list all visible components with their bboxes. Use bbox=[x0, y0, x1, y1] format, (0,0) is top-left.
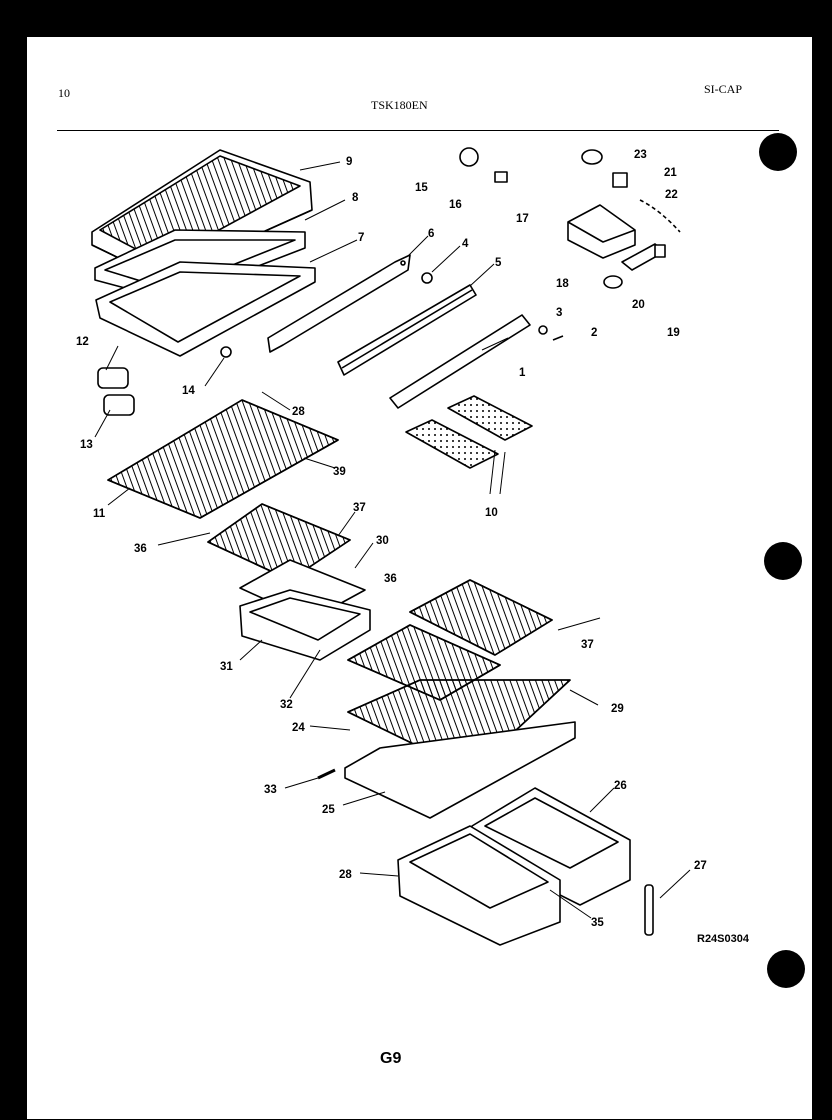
part-3-washer bbox=[538, 325, 548, 335]
part-21-control bbox=[612, 172, 628, 188]
part-33-bracket bbox=[317, 768, 336, 780]
callout-24: 24 bbox=[292, 722, 305, 734]
part-1-rail bbox=[389, 314, 531, 409]
part-13-cup bbox=[103, 394, 135, 416]
part-25-crisper-cover bbox=[344, 721, 576, 819]
part-16-socket bbox=[494, 171, 508, 183]
part-31-drawer bbox=[239, 589, 371, 661]
binder-hole-bottom bbox=[767, 950, 805, 988]
callout-6: 6 bbox=[428, 228, 434, 240]
callout-36-right: 36 bbox=[384, 573, 397, 585]
part-15-bulb bbox=[459, 147, 479, 167]
callout-2: 2 bbox=[591, 327, 597, 339]
callout-23: 23 bbox=[634, 149, 647, 161]
callout-11: 11 bbox=[93, 508, 106, 520]
callout-36-left: 36 bbox=[134, 543, 147, 555]
page-label: G9 bbox=[380, 1050, 402, 1067]
callout-5: 5 bbox=[495, 257, 502, 269]
part-11-wire-shelf bbox=[107, 399, 339, 519]
header-code: SI-CAP bbox=[704, 82, 743, 96]
part-37-shelf-rear bbox=[409, 579, 553, 656]
callout-17: 17 bbox=[516, 213, 529, 225]
callout-39: 39 bbox=[333, 466, 346, 478]
part-7-tray bbox=[95, 261, 316, 357]
callout-37-lower: 37 bbox=[581, 639, 594, 651]
leader-lines bbox=[94, 161, 691, 919]
callout-labels: 9 8 7 6 4 5 3 2 1 15 16 23 21 22 17 18 2… bbox=[76, 149, 707, 929]
page-number: 10 bbox=[58, 86, 70, 100]
callout-13: 13 bbox=[80, 439, 93, 451]
callout-7: 7 bbox=[358, 232, 364, 244]
callout-31: 31 bbox=[220, 661, 233, 673]
callout-37-upper: 37 bbox=[353, 502, 366, 514]
callout-30: 30 bbox=[376, 535, 389, 547]
part-4-screw bbox=[421, 272, 433, 284]
part-22-capillary bbox=[639, 199, 681, 233]
callout-19: 19 bbox=[667, 327, 680, 339]
callout-29: 29 bbox=[611, 703, 624, 715]
callout-22: 22 bbox=[665, 189, 678, 201]
part-2-screw bbox=[552, 335, 564, 341]
callout-3: 3 bbox=[556, 307, 562, 319]
part-27-post bbox=[644, 884, 654, 936]
callout-14: 14 bbox=[182, 385, 195, 397]
binder-hole-middle bbox=[764, 542, 802, 580]
callout-1: 1 bbox=[519, 367, 526, 379]
part-19-clip bbox=[654, 244, 666, 258]
part-17-housing bbox=[567, 204, 636, 259]
part-37-small-shelf bbox=[207, 503, 351, 581]
model-number: TSK180EN bbox=[371, 98, 428, 112]
callout-28-lower: 28 bbox=[339, 869, 352, 881]
callout-26-right: 26 bbox=[614, 780, 627, 792]
header-rule bbox=[57, 130, 779, 131]
callout-4: 4 bbox=[462, 238, 469, 250]
callout-35: 35 bbox=[591, 917, 604, 929]
part-10-trays bbox=[405, 395, 533, 469]
diagram-code: R24S0304 bbox=[697, 933, 749, 945]
callout-18: 18 bbox=[556, 278, 569, 290]
part-23-knob bbox=[581, 149, 603, 165]
part-18-grommet bbox=[603, 275, 623, 289]
callout-9: 9 bbox=[346, 156, 352, 168]
callout-28-upper: 28 bbox=[292, 406, 305, 418]
callout-12: 12 bbox=[76, 336, 89, 348]
callout-20: 20 bbox=[632, 299, 645, 311]
part-14-stud bbox=[220, 346, 232, 358]
callout-8: 8 bbox=[352, 192, 359, 204]
callout-25: 25 bbox=[322, 804, 335, 816]
callout-15: 15 bbox=[415, 182, 428, 194]
callout-10: 10 bbox=[485, 507, 498, 519]
callout-21: 21 bbox=[664, 167, 677, 179]
part-12-cup bbox=[97, 367, 129, 389]
binder-hole-top bbox=[759, 133, 797, 171]
callout-16: 16 bbox=[449, 199, 462, 211]
part-6-bracket bbox=[267, 254, 411, 353]
part-5-rail bbox=[337, 284, 477, 376]
part-26-crisper-left bbox=[397, 825, 561, 946]
callout-27: 27 bbox=[694, 860, 707, 872]
callout-33: 33 bbox=[264, 784, 277, 796]
callout-32: 32 bbox=[280, 699, 293, 711]
